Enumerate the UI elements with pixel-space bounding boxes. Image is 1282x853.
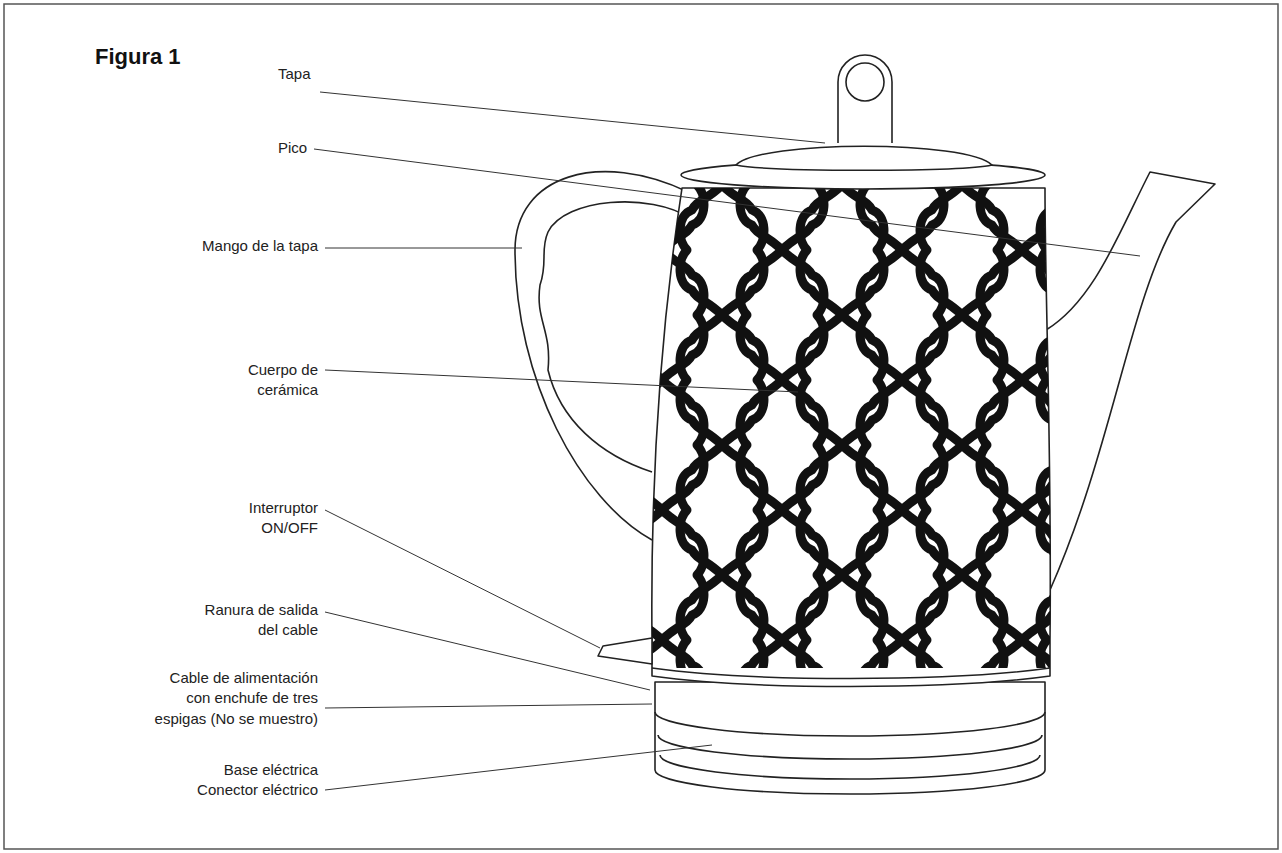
lid-knob	[838, 55, 892, 143]
part-label: Interruptor ON/OFF	[218, 498, 318, 539]
part-label: Cuerpo de cerámica	[218, 360, 318, 401]
leader-line	[320, 92, 825, 143]
body-band	[652, 668, 1050, 679]
leader-line	[325, 510, 600, 648]
part-label: Cable de alimentación con enchufe de tre…	[146, 668, 318, 729]
leader-line	[314, 149, 1140, 256]
base-ring	[660, 755, 1040, 779]
base-ring	[655, 712, 1045, 736]
leader-line	[325, 612, 650, 690]
base-ring	[658, 735, 1042, 759]
part-label: Mango de la tapa	[202, 236, 318, 256]
leader-line	[325, 745, 712, 790]
body-pattern	[640, 185, 1060, 670]
part-label: Tapa	[278, 64, 311, 84]
part-label: Pico	[278, 138, 307, 158]
on-off-switch	[598, 638, 652, 664]
part-label: Ranura de salida del cable	[190, 600, 318, 641]
leader-line	[325, 704, 652, 708]
frame	[4, 4, 1278, 849]
figure-title: Figura 1	[95, 44, 181, 70]
power-base	[655, 682, 1045, 794]
lid	[736, 146, 992, 170]
spout	[1046, 172, 1215, 590]
part-label: Base eléctrica Conector eléctrico	[176, 760, 318, 801]
lid-knob-hole	[846, 63, 884, 101]
leader-line	[325, 370, 798, 392]
leader-line	[325, 248, 522, 249]
